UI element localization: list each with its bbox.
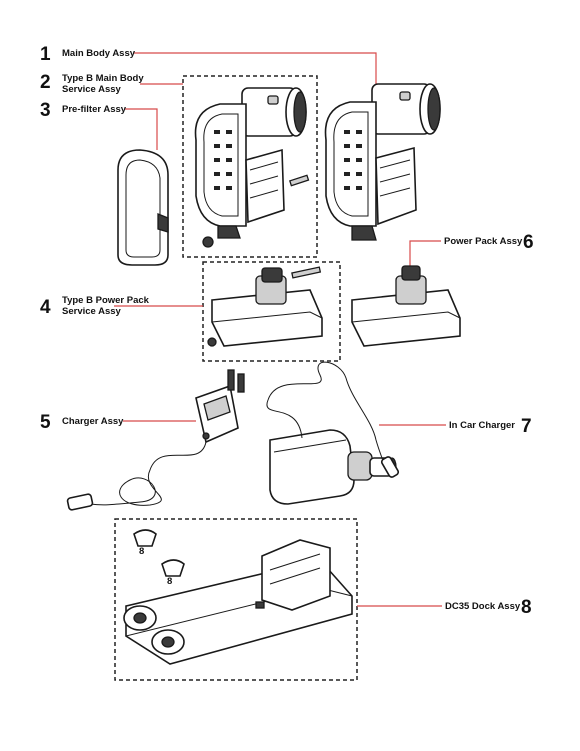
callout-number-4: 4 <box>40 297 51 318</box>
power-pack-drawing <box>351 265 461 347</box>
dock-screw-mark-b: 8 <box>167 576 172 587</box>
callout-number-6: 6 <box>523 232 534 253</box>
dock-screw-b: 8 <box>161 559 185 587</box>
pre-filter-drawing <box>117 149 169 266</box>
callout-label-4-line-2: Service Assy <box>62 306 122 317</box>
callout-label-8: DC35 Dock Assy <box>445 601 521 612</box>
callout-2: 2 Type B Main Body Service Assy <box>40 72 144 95</box>
dock-screw-mark-a: 8 <box>139 546 144 557</box>
callout-label-5: Charger Assy <box>62 416 124 427</box>
callout-7: In Car Charger 7 <box>449 416 532 437</box>
main-body-service-drawing <box>194 87 310 248</box>
callout-label-6: Power Pack Assy <box>444 236 523 247</box>
callout-1: 1 Main Body Assy <box>40 44 136 65</box>
callout-label-3: Pre-filter Assy <box>62 104 127 115</box>
callout-number-1: 1 <box>40 44 51 65</box>
callout-8: DC35 Dock Assy 8 <box>445 597 532 618</box>
callout-3: 3 Pre-filter Assy <box>40 100 127 121</box>
callout-4: 4 Type B Power Pack Service Assy <box>40 295 150 318</box>
callout-number-8: 8 <box>521 597 532 618</box>
dock-group-box <box>114 518 358 681</box>
in-car-charger-drawing <box>266 361 400 505</box>
dock-screw-a: 8 <box>133 529 157 557</box>
leader-line-3 <box>125 108 158 150</box>
callout-label-2-line-2: Service Assy <box>62 84 122 95</box>
power-pack-service-group-box <box>202 261 341 362</box>
callout-number-7: 7 <box>521 416 532 437</box>
main-body-drawing <box>324 83 441 241</box>
callout-number-2: 2 <box>40 72 51 93</box>
callout-label-2-line-1: Type B Main Body <box>62 73 144 84</box>
callout-6: Power Pack Assy 6 <box>444 232 534 253</box>
callout-number-3: 3 <box>40 100 51 121</box>
leader-line-6 <box>409 240 441 268</box>
power-pack-service-drawing <box>207 266 323 347</box>
callout-label-4-line-1: Type B Power Pack <box>62 295 150 306</box>
callout-5: 5 Charger Assy <box>40 412 124 433</box>
callout-label-1: Main Body Assy <box>62 48 136 59</box>
callout-number-5: 5 <box>40 412 51 433</box>
dock-drawing: 8 8 <box>123 529 353 665</box>
charger-drawing <box>66 369 245 511</box>
main-body-service-group-box <box>182 75 318 258</box>
callout-label-7: In Car Charger <box>449 420 515 431</box>
